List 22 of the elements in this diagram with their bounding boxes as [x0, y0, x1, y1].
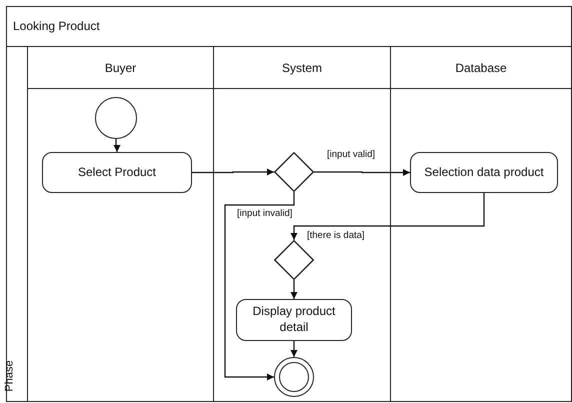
phase-label: Phase [4, 360, 16, 392]
arrow [224, 192, 295, 380]
lane-header: Buyer [104, 60, 136, 74]
initial-node [95, 97, 137, 139]
lane-header: System [282, 60, 322, 74]
arrow [192, 168, 274, 176]
swimlane [27, 46, 214, 402]
arrow [290, 341, 298, 357]
action-box: Display product detail [236, 299, 352, 341]
final-node [274, 357, 314, 397]
arrow [314, 169, 410, 176]
arrow [114, 139, 120, 152]
edge-label: [input invalid] [236, 208, 294, 219]
swimlane-frame [6, 6, 572, 402]
arrow [290, 193, 485, 240]
edge-label: [input valid] [326, 149, 376, 160]
arrow [290, 280, 298, 299]
lane-header: Database [455, 60, 507, 74]
action-box: Selection data product [410, 152, 558, 193]
action-box: Select Product [42, 152, 192, 193]
frame-title: Looking Product [13, 19, 100, 33]
edge-label: [there is data] [306, 230, 366, 241]
